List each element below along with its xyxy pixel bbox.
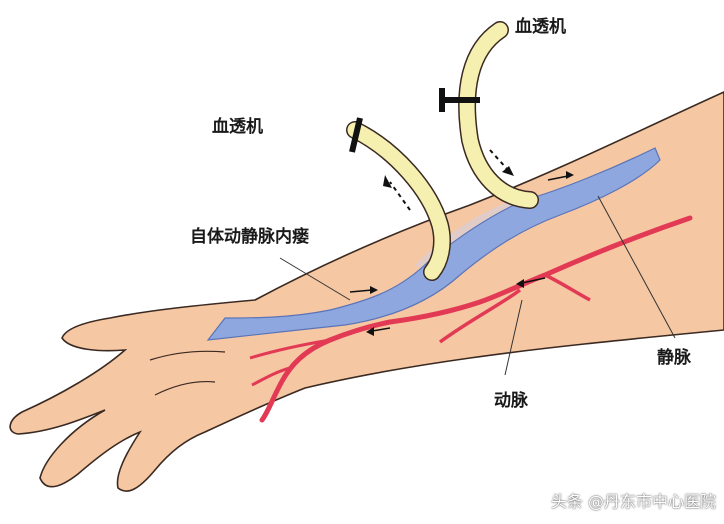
arrow-head bbox=[566, 171, 574, 179]
watermark: 头条 @丹东市中心医院 bbox=[550, 492, 716, 511]
leader-line bbox=[504, 299, 523, 376]
arm-skin bbox=[9, 91, 724, 492]
leader-line bbox=[597, 195, 676, 339]
label-dialyzer-left: 血透机 bbox=[212, 117, 263, 137]
flow-arrow bbox=[547, 175, 569, 181]
palm-crease bbox=[149, 350, 226, 361]
tube-left-fill bbox=[347, 122, 450, 280]
vein-vessel bbox=[206, 147, 661, 341]
artery-vessel bbox=[259, 215, 693, 423]
flow-arrow bbox=[389, 181, 411, 211]
arrow-head bbox=[516, 279, 524, 288]
arrow-head bbox=[370, 286, 378, 294]
tube-clamp bbox=[349, 117, 363, 153]
artery-branch bbox=[544, 273, 591, 302]
arrow-head bbox=[383, 175, 392, 188]
label-fistula: 自体动静脉内瘘 bbox=[190, 227, 309, 247]
flow-arrow bbox=[489, 149, 509, 171]
label-artery: 动脉 bbox=[494, 391, 528, 411]
flow-arrow bbox=[371, 327, 391, 332]
artery-branch bbox=[249, 338, 331, 360]
palm-crease bbox=[154, 380, 216, 396]
label-vein: 静脉 bbox=[657, 348, 691, 368]
arrow-head bbox=[366, 327, 374, 336]
artery-branch bbox=[251, 366, 291, 387]
flow-arrow bbox=[349, 289, 373, 293]
label-dialyzer-right: 血透机 bbox=[515, 17, 566, 37]
arrow-head bbox=[502, 166, 514, 176]
tube-right-fill bbox=[459, 22, 538, 208]
artery-branch bbox=[438, 288, 522, 344]
leader-line bbox=[279, 257, 351, 301]
flow-arrow bbox=[521, 277, 546, 284]
